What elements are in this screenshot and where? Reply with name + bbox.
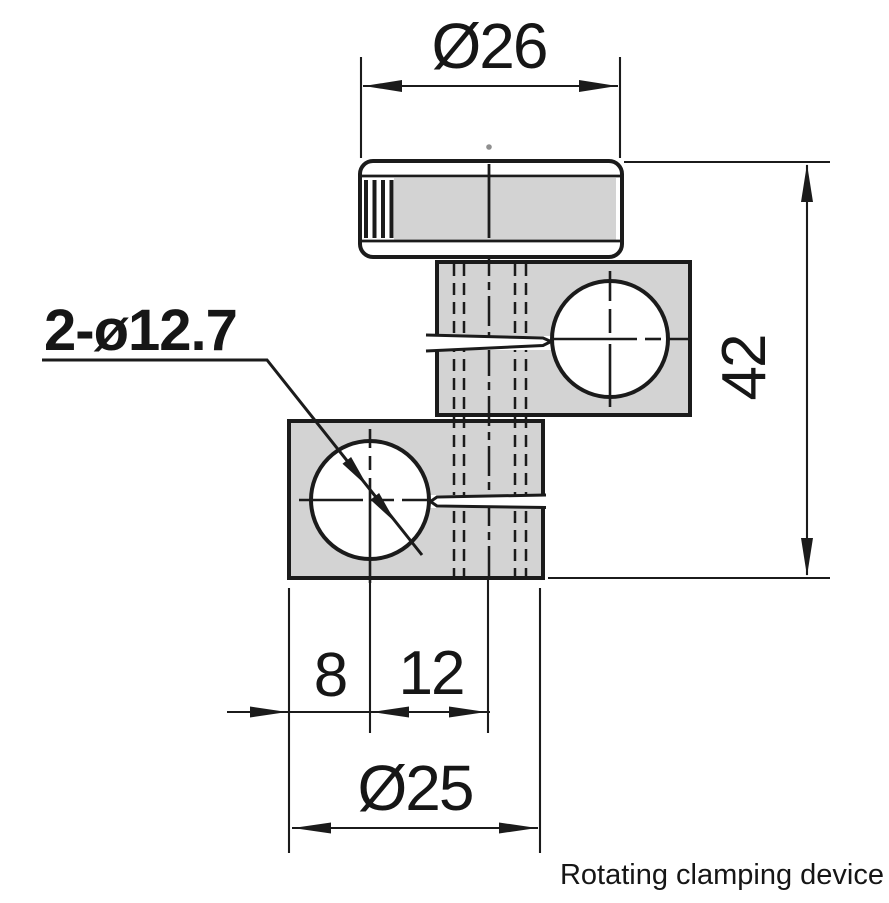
dimension-text-hole-to-axis: 12 bbox=[399, 639, 464, 708]
arrowhead-right bbox=[499, 822, 537, 834]
dimension-text-overall-height: 42 bbox=[710, 336, 779, 401]
leader-arrowhead bbox=[370, 493, 396, 523]
dimension-body-diameter: Ø25 bbox=[292, 588, 542, 853]
lower-clamp-slit bbox=[428, 493, 547, 509]
arrowhead-left bbox=[293, 822, 331, 834]
arrowhead-left bbox=[372, 706, 409, 718]
slit-gap bbox=[428, 495, 547, 508]
leader-arrowhead bbox=[342, 457, 368, 487]
upper-clamp-slit bbox=[425, 333, 552, 353]
dimension-text-body-diameter: Ø25 bbox=[358, 752, 473, 824]
clamp-holes-label: 2-ø12.7 bbox=[42, 298, 424, 556]
arrowhead-left bbox=[364, 80, 402, 92]
hidden-screw-lines bbox=[452, 246, 528, 578]
knob-face bbox=[394, 178, 616, 240]
leader-line bbox=[42, 358, 424, 556]
arrowhead-down bbox=[801, 538, 813, 576]
drawing-caption: Rotating clamping device bbox=[560, 859, 884, 891]
holes-label-text: 2-ø12.7 bbox=[44, 298, 237, 363]
lower-clamp-hole bbox=[299, 429, 431, 583]
arrowhead-right bbox=[250, 706, 287, 718]
dimension-knob-diameter: Ø26 bbox=[359, 10, 622, 158]
knurled-knob bbox=[358, 144, 624, 259]
arrowhead-up bbox=[801, 164, 813, 202]
center-mark-dot bbox=[486, 144, 492, 150]
slit-top-line bbox=[425, 333, 552, 343]
dimension-hole-position: 8 12 bbox=[227, 580, 490, 853]
dimension-overall-height: 42 bbox=[548, 160, 830, 580]
slit-bottom-line bbox=[425, 340, 552, 353]
dimension-text-knob-diameter: Ø26 bbox=[432, 10, 547, 82]
slit-top-line bbox=[429, 493, 547, 503]
upper-clamp-hole bbox=[550, 271, 689, 407]
arrowhead-right bbox=[579, 80, 617, 92]
dimension-text-edge-to-hole: 8 bbox=[314, 641, 346, 710]
arrowhead-right bbox=[449, 706, 486, 718]
slit-bottom-line bbox=[429, 500, 547, 509]
